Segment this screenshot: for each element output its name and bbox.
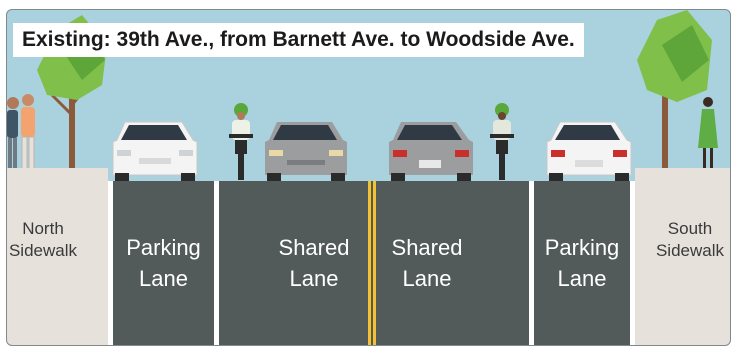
parking-lane-right-label: Parking Lane	[534, 232, 630, 294]
street-cross-section: Existing: 39th Ave., from Barnett Ave. t…	[6, 9, 731, 346]
shared-lane-left-label: Shared Lane	[269, 232, 359, 294]
tree-icon	[637, 10, 712, 170]
cyclist-icon	[490, 103, 514, 180]
north-sidewalk	[7, 168, 108, 345]
pedestrian-icon	[7, 97, 19, 170]
south-sidewalk-label: South Sidewalk	[650, 218, 730, 262]
zone-label-line: Lane	[402, 266, 452, 291]
zone-label-line: South	[667, 219, 713, 238]
pedestrian-icon	[698, 97, 718, 174]
zone-label-line: Parking	[544, 235, 620, 260]
lane-marking	[108, 181, 113, 345]
zone-label-line: North	[22, 219, 64, 238]
south-sidewalk	[635, 168, 730, 345]
zone-label-line: Lane	[557, 266, 607, 291]
pedestrian-icon	[21, 94, 35, 171]
lane-marking	[214, 181, 219, 345]
center-line	[373, 181, 376, 345]
zone-label-line: Shared	[278, 235, 350, 260]
car-icon	[546, 121, 632, 181]
center-line	[368, 181, 371, 345]
car-icon	[389, 122, 473, 181]
zone-label-line: Sidewalk	[8, 241, 78, 260]
cyclist-icon	[229, 103, 253, 180]
zone-label-line: Shared	[391, 235, 463, 260]
lane-marking	[529, 181, 534, 345]
zone-label-line: Lane	[139, 266, 188, 291]
parking-lane-left-label: Parking Lane	[113, 232, 214, 294]
lane-marking	[630, 181, 635, 345]
north-sidewalk-label: North Sidewalk	[7, 218, 79, 262]
car-icon	[112, 121, 198, 181]
zone-label-line: Parking	[126, 235, 201, 260]
zone-label-line: Lane	[289, 266, 339, 291]
shared-lane-right-label: Shared Lane	[382, 232, 472, 294]
car-icon	[265, 122, 347, 181]
diagram-title: Existing: 39th Ave., from Barnett Ave. t…	[13, 23, 584, 57]
street-illustration	[7, 10, 718, 304]
zone-label-line: Sidewalk	[655, 241, 725, 260]
